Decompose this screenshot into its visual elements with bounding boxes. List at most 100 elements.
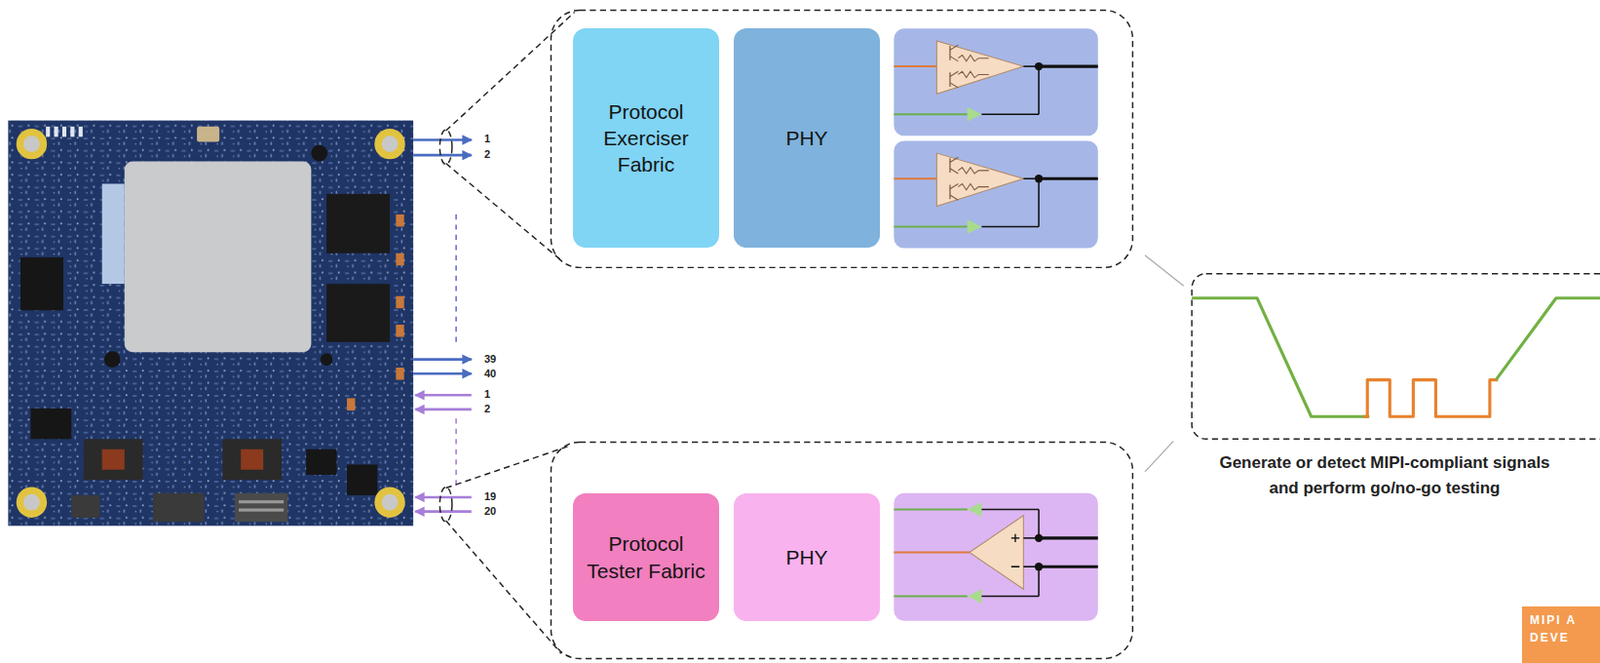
driver-symbol [893,40,1098,122]
pcb-board [71,495,100,518]
pin-number: 1 [484,387,491,401]
pcb-board [196,126,220,143]
receiver-symbol [1038,535,1099,539]
mounting-hole [374,128,405,159]
box-label: Protocol Tester Fabric [582,530,710,584]
pcb-board [102,449,125,470]
pcb-board [62,126,67,137]
callout-bubble [446,12,575,131]
receiver-symbol [893,595,967,598]
pcb-board [20,257,64,310]
pcb-board [7,120,414,527]
pcb-board [102,183,125,284]
box-label: PHY [785,124,828,152]
circuit-panel [893,28,1098,620]
pcb-board [395,324,404,338]
receiver-symbol [967,588,983,604]
pcb-board [395,296,404,309]
pin-number: 2 [484,148,491,161]
waveform-box [1363,380,1498,418]
input-arrow [415,509,472,513]
pin-number: 20 [484,504,496,518]
output-arrow [413,357,472,361]
receiver-symbol [967,501,983,517]
pcb-board [395,253,404,267]
callout-bubble [550,9,1133,267]
pcb-board [346,397,355,411]
pcb-board [45,126,50,137]
pcb-board [326,283,390,343]
continuation-dash [455,214,458,491]
callout-bubble [439,9,1133,658]
receiver-symbol [1011,565,1020,568]
pin-number: 2 [484,402,491,416]
pcb-board [104,350,121,368]
mounting-hole [16,487,47,518]
input-arrow [415,394,472,511]
pin-number: 40 [484,367,496,381]
receiver-symbol [1038,565,1099,569]
logo-text: DEVE [1529,631,1570,645]
pcb-board [395,367,404,381]
output-arrow [413,138,472,142]
callout-bubble [550,441,1133,658]
output-arrow [413,153,472,157]
fabric-box: Protocol Tester Fabric [572,493,720,621]
driver-symbol [893,152,1098,234]
leader-line [1144,255,1184,472]
mounting-hole [23,135,40,153]
pcb-board [395,214,404,228]
box-label: PHY [785,543,828,571]
pcb-board [30,408,72,439]
pcb-board [124,160,312,352]
receiver-symbol [1034,562,1043,571]
receiver-symbol [969,515,1025,589]
pcb-board [326,193,390,254]
circuit-panel [893,141,1098,249]
input-arrow [415,495,472,499]
circuit-panel [893,493,1098,621]
callout-bubble [439,487,453,523]
input-arrow [415,393,472,397]
pcb-board [238,499,284,503]
pcb-board [152,493,204,522]
callout-bubble [439,129,453,165]
pcb-board [222,438,282,480]
pcb-board [320,352,334,366]
waveform-box [1191,273,1600,440]
pcb-board [7,120,414,527]
pcb-board [238,508,284,512]
leader-line [1144,255,1184,286]
receiver-symbol [981,595,1039,598]
pcb-board [346,463,378,495]
driver-symbol [893,40,1098,234]
phy-box: PHY [733,28,880,248]
pcb-board [305,449,337,475]
mounting-hole [381,494,399,511]
box-label: Protocol Exerciser Fabric [582,98,710,179]
mounting-hole [374,487,405,518]
mounting-hole [16,128,406,518]
waveform-box [1191,298,1370,417]
pcb-board [83,438,144,480]
receiver-symbol [893,550,969,553]
callout-bubble [446,520,562,653]
caption-text: Generate or detect MIPI-compliant signal… [1209,450,1561,502]
waveform-box [1495,298,1600,381]
mounting-hole [23,494,40,511]
pcb-board [310,145,328,162]
pin-number: 1 [484,132,491,146]
pin-number: 19 [484,490,496,503]
illustration [7,9,1600,658]
fabric-box: Protocol Exerciser Fabric [572,28,720,248]
receiver-symbol [1014,533,1016,542]
pcb-board [78,126,83,137]
pcb-board [234,493,288,522]
pin-number: 39 [484,352,496,366]
pcb-board [70,126,75,137]
continuation-dash [455,418,458,490]
output-arrow [413,372,472,376]
output-arrow [413,139,472,374]
callout-bubble [446,445,572,489]
mounting-hole [381,135,399,153]
